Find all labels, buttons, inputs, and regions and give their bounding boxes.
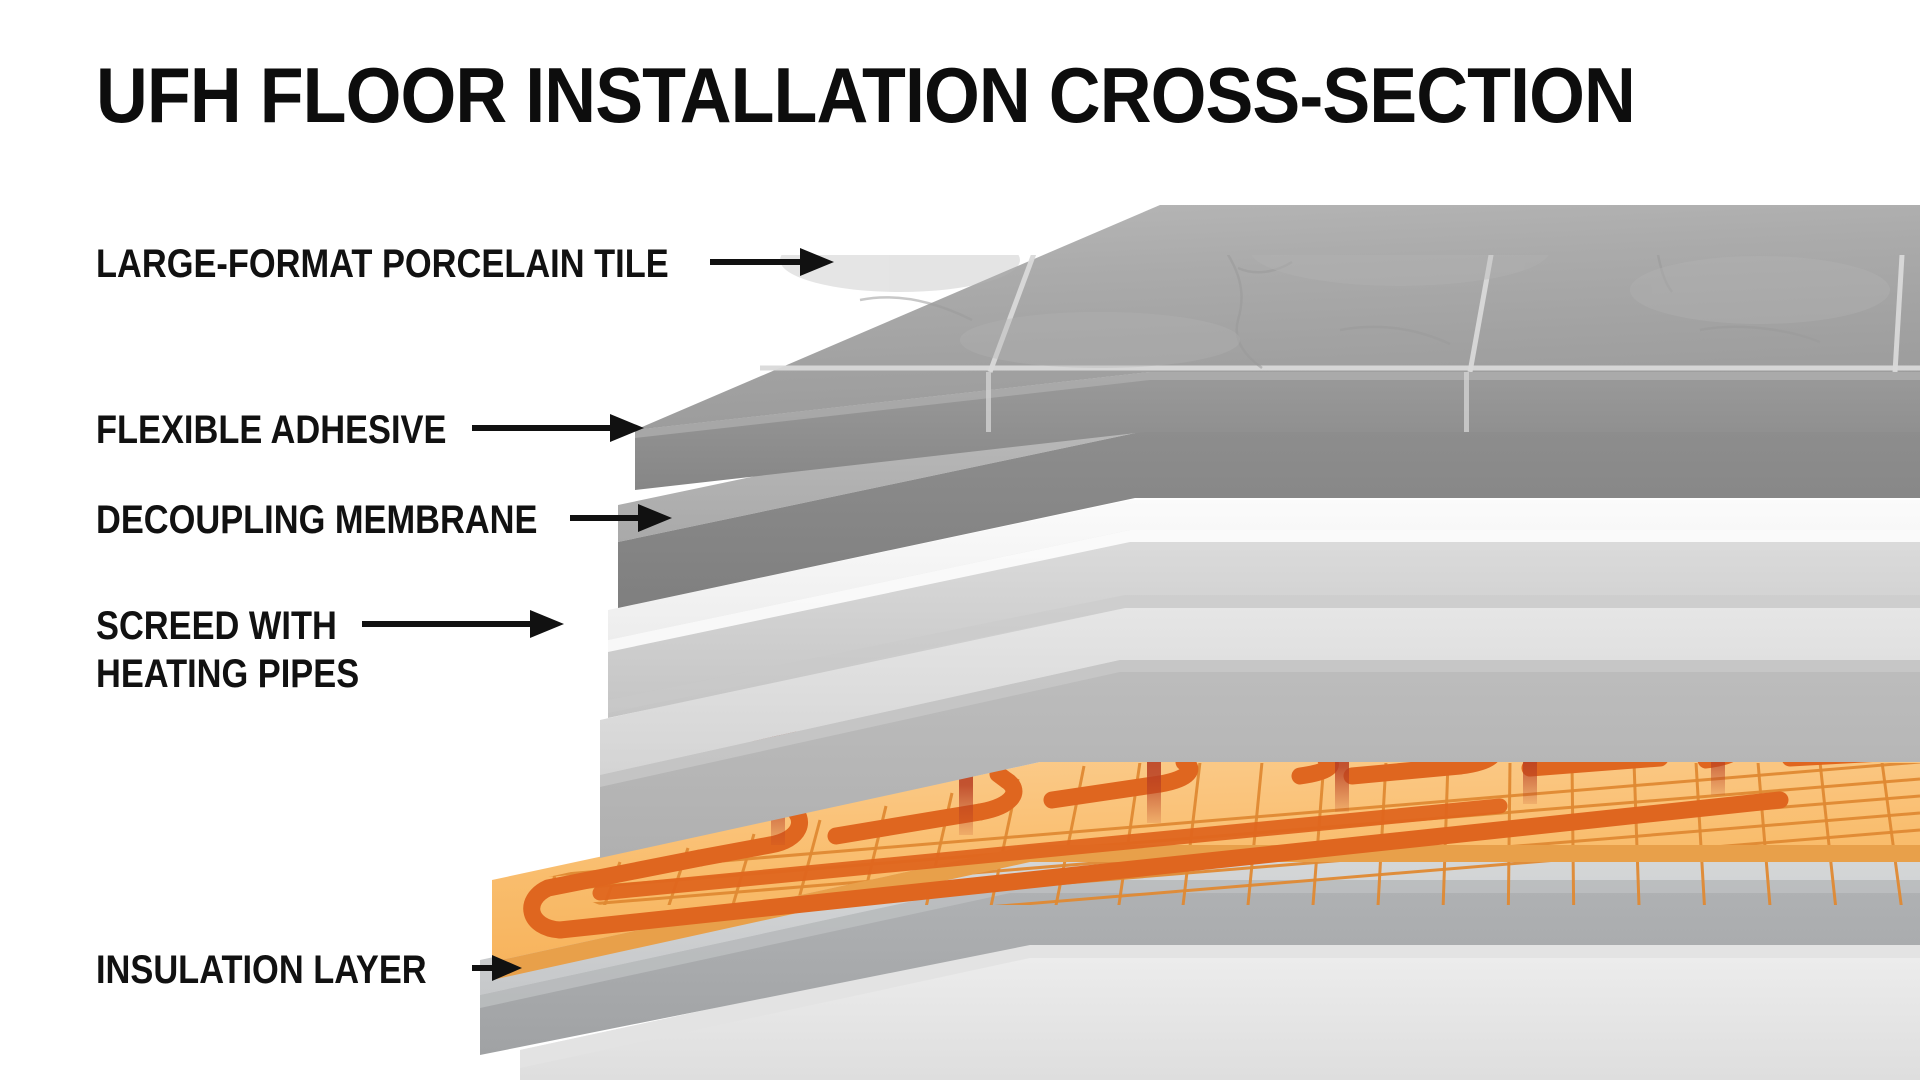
label-flexible-adhesive: FLEXIBLE ADHESIVE <box>96 406 446 454</box>
right-arrow-icon <box>362 610 564 638</box>
right-arrow-icon <box>710 248 834 276</box>
right-arrow-icon <box>570 504 672 532</box>
layer-porcelain-tile <box>635 205 1920 490</box>
layer-decoupling-membrane <box>608 500 1920 718</box>
label-text-line1: SCREED WITH <box>96 604 337 648</box>
label-text: INSULATION LAYER <box>96 948 427 992</box>
label-large-format-porcelain-tile: LARGE-FORMAT PORCELAIN TILE <box>96 240 669 288</box>
label-insulation-layer: INSULATION LAYER <box>96 946 427 994</box>
right-arrow-icon <box>472 955 522 981</box>
label-text: DECOUPLING MEMBRANE <box>96 498 538 542</box>
label-text: LARGE-FORMAT PORCELAIN TILE <box>96 242 669 286</box>
right-arrow-icon <box>472 414 644 442</box>
label-text: FLEXIBLE ADHESIVE <box>96 408 447 452</box>
label-screed-with-heating-pipes: SCREED WITH HEATING PIPES <box>96 602 359 698</box>
page-title: UFH FLOOR INSTALLATION CROSS-SECTION <box>96 51 1636 139</box>
label-text-line2: HEATING PIPES <box>96 652 360 696</box>
label-decoupling-membrane: DECOUPLING MEMBRANE <box>96 496 537 544</box>
leader-arrows <box>362 248 834 981</box>
